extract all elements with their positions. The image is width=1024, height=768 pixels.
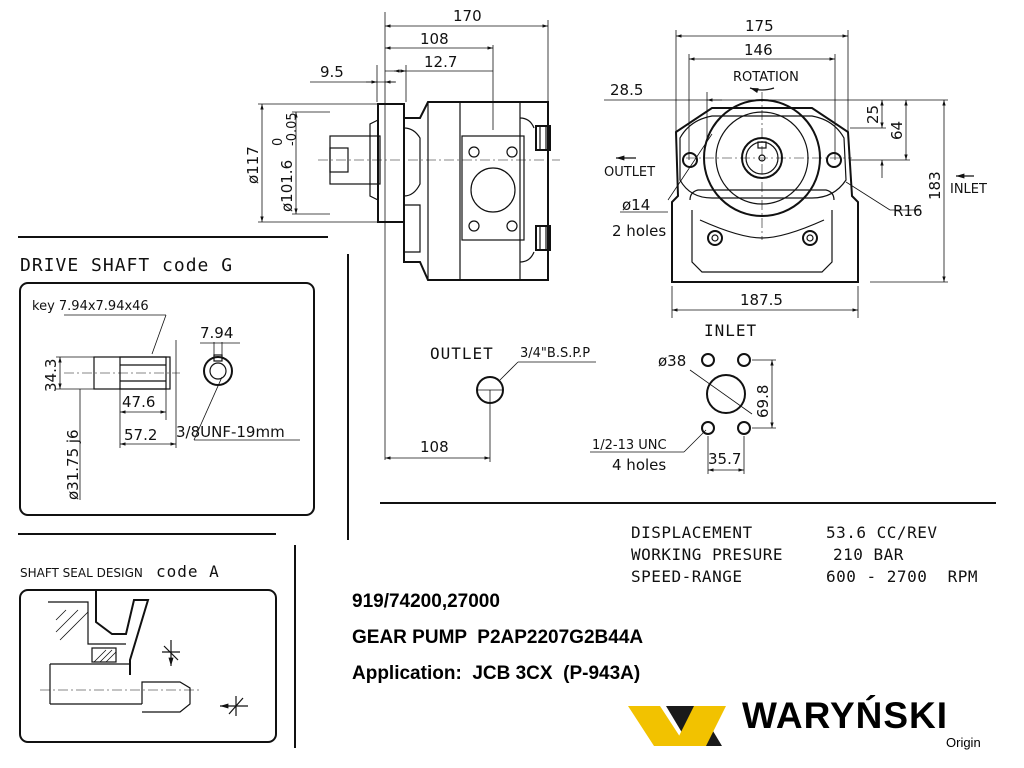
brand-subtitle: Origin (946, 735, 981, 750)
dim-12-7: 12.7 (424, 53, 457, 71)
dim-34-3: 34.3 (42, 359, 60, 392)
dim-146: 146 (744, 41, 773, 59)
front-view: 175 146 ROTATION 28.5 25 64 183 (604, 17, 987, 318)
outlet-port-dim-108: 108 (420, 438, 449, 456)
part-number: 919/74200,27000 (352, 591, 500, 612)
thread-3-8unf: 3/8UNF-19mm (176, 423, 285, 441)
outlet-port-label: OUTLET (430, 344, 494, 363)
inlet-arrow-label: INLET (950, 182, 987, 197)
dim-dia-14: ø14 (622, 196, 650, 214)
key-label: key 7.94x7.94x46 (32, 299, 149, 314)
side-view: 170 108 12.7 9.5 ø117 ø101.6 0 -0.05 (244, 7, 560, 460)
dim-170: 170 (453, 7, 482, 25)
dim-108-top: 108 (420, 30, 449, 48)
brand-logo (628, 706, 726, 746)
dim-25: 25 (864, 105, 882, 124)
inlet-port-label: INLET (704, 321, 757, 340)
drive-shaft-title: DRIVE SHAFT code G (20, 255, 233, 276)
inlet-dim-35-7: 35.7 (708, 450, 741, 468)
holes-4-label: 4 holes (612, 456, 666, 474)
dim-183: 183 (926, 171, 944, 200)
frame-lines (18, 236, 996, 748)
logo-left-stroke (628, 706, 686, 746)
port-details: OUTLET 3/4"B.S.P.P 108 INLET ø38 69.8 35… (385, 321, 776, 474)
dim-r16: R16 (893, 202, 923, 220)
dim-175: 175 (745, 17, 774, 35)
shaft-seal-code: code A (156, 562, 220, 581)
spec-displacement-value: 53.6 CC/REV (826, 523, 938, 542)
drive-shaft-panel: DRIVE SHAFT code G key 7.94x7.94x46 34.3… (19, 255, 315, 516)
dim-dia-117: ø117 (244, 146, 262, 184)
dim-47-6: 47.6 (122, 393, 155, 411)
holes-2-label: 2 holes (612, 222, 666, 240)
dim-dia-101: ø101.6 (278, 160, 296, 212)
outlet-port-thread: 3/4"B.S.P.P (520, 346, 590, 361)
tol-lower: -0.05 (285, 112, 300, 146)
tol-upper: 0 (271, 138, 286, 146)
part-application: Application: JCB 3CX (P-943A) (352, 663, 641, 684)
shaft-seal-panel: SHAFT SEAL DESIGN code A (19, 562, 277, 743)
spec-speed-label: SPEED-RANGE (631, 567, 743, 586)
rotation-label: ROTATION (733, 70, 799, 85)
spec-displacement-label: DISPLACEMENT (631, 523, 753, 542)
logo-right-stroke (674, 706, 726, 746)
dim-dia-31-75: ø31.75 j6 (64, 429, 82, 500)
spec-speed-value: 600 - 2700 RPM (826, 567, 978, 586)
outlet-arrow-label: OUTLET (604, 165, 655, 180)
part-title: GEAR PUMP P2AP2207G2B44A (352, 627, 644, 648)
dim-57-2: 57.2 (124, 426, 157, 444)
spec-pressure-value: 210 BAR (833, 545, 904, 564)
spec-pressure-label: WORKING PRESURE (631, 545, 783, 564)
inlet-dim-69-8: 69.8 (754, 385, 772, 418)
dim-187-5: 187.5 (740, 291, 783, 309)
dim-9-5: 9.5 (320, 63, 344, 81)
inlet-dim-dia-38: ø38 (658, 352, 686, 370)
shaft-seal-title: SHAFT SEAL DESIGN (20, 566, 143, 580)
brand-name: WARYŃSKI (742, 695, 949, 736)
dim-28-5: 28.5 (610, 81, 643, 99)
dim-64: 64 (888, 121, 906, 140)
dim-7-94: 7.94 (200, 324, 233, 342)
inlet-thread: 1/2-13 UNC (592, 438, 667, 453)
